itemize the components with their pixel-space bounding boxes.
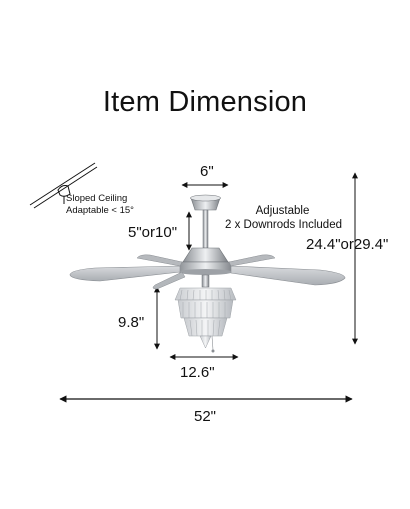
fan-blade-right bbox=[230, 265, 346, 286]
fan-blade-left bbox=[69, 265, 181, 282]
total-height-label: 24.4"or29.4" bbox=[306, 236, 389, 253]
downrod-length-label: 5"or10" bbox=[128, 224, 178, 241]
fan-blade-right-back bbox=[228, 254, 276, 267]
ceiling-fan-illustration bbox=[69, 194, 346, 353]
downrods-note: Adjustable 2 x Downrods Included bbox=[225, 204, 342, 232]
sloped-ceiling-note: Sloped Ceiling Adaptable < 15° bbox=[66, 193, 134, 217]
blade-span-label: 52" bbox=[194, 408, 217, 425]
downrods-line1: Adjustable bbox=[255, 205, 310, 217]
fan-blade-left-back bbox=[136, 254, 183, 267]
fan-blade-left-lower bbox=[152, 271, 186, 290]
chandelier-height-label: 9.8" bbox=[118, 314, 145, 331]
chandelier-width-label: 12.6" bbox=[180, 364, 215, 381]
page-title: Item Dimension bbox=[102, 86, 308, 118]
canopy-width-label: 6" bbox=[200, 163, 214, 180]
sloped-ceiling-line1: Sloped Ceiling bbox=[66, 193, 128, 204]
sloped-ceiling-illustration bbox=[29, 162, 98, 209]
downrods-line2: 2 x Downrods Included bbox=[225, 219, 342, 231]
sloped-ceiling-line2: Adaptable < 15° bbox=[66, 205, 134, 216]
